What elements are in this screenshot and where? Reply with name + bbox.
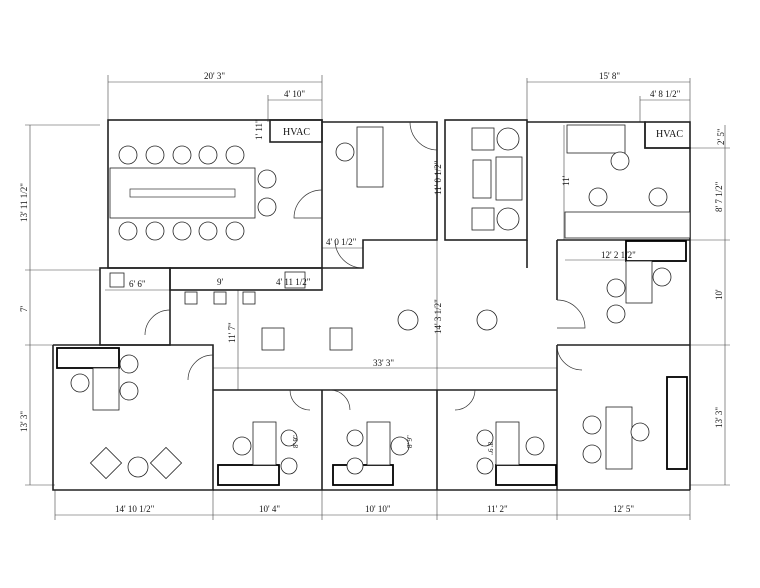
walls [52,119,691,491]
office-furniture [56,124,691,486]
dim-left-office-depth: 13' 3" [19,411,29,432]
dim-hvac-right-depth: 2' 5" [716,128,726,145]
dim-desk-b3: 8' 9" [486,442,494,455]
dim-right-office-width: 15' 8" [599,71,620,81]
dim-open-width: 33' 3" [373,358,394,368]
dim-desk-b2: 8' 9" [406,435,414,448]
dim-corridor-door: 4' 0 1/2" [326,237,357,247]
dimension-lines [25,75,730,520]
dim-right-bottom-depth: 13' 3" [714,407,724,428]
dim-lounge-depth: 11' 0 1/2" [433,160,443,195]
doors [144,121,586,411]
dim-conf-depth: 13' 11 1/2" [19,183,29,222]
dim-storage-width: 6' 6" [129,279,146,289]
dim-office-b1-width: 10' 4" [259,504,280,514]
dim-open-depth-left: 11' 7" [227,322,237,343]
dim-small-room-width: 4' 11 1/2" [276,277,311,287]
dim-office-b2-width: 10' 10" [365,504,391,514]
dim-storage-depth: 7' [19,306,29,313]
dim-desk-b1: 8' 9" [292,435,300,448]
conference-chairs [118,145,277,241]
dim-hvac-right-width: 4' 8 1/2" [650,89,681,99]
dim-office-r2-width: 12' 2 1/2" [601,250,636,260]
dim-kitchen-width: 9' [217,277,224,287]
dim-office-r2-depth: 10' [714,289,724,300]
dim-hvac-left-width: 4' 10" [284,89,305,99]
dim-left-office-width: 14' 10 1/2" [115,504,155,514]
dim-office-b4-width: 12' 5" [613,504,634,514]
hvac-left-label: HVAC [283,127,310,138]
dim-open-depth-center: 14' 3 1/2" [433,299,443,334]
dim-right-office-depth: 8' 7 1/2" [714,181,724,212]
dim-office-b3-width: 11' 2" [487,504,508,514]
dim-hvac-left-depth: 1' 11" [254,119,264,140]
conference-table [109,167,256,219]
hvac-right-label: HVAC [656,129,683,140]
dim-right-office-inner: 11' [561,175,571,186]
dim-conf-width: 20' 3" [204,71,225,81]
